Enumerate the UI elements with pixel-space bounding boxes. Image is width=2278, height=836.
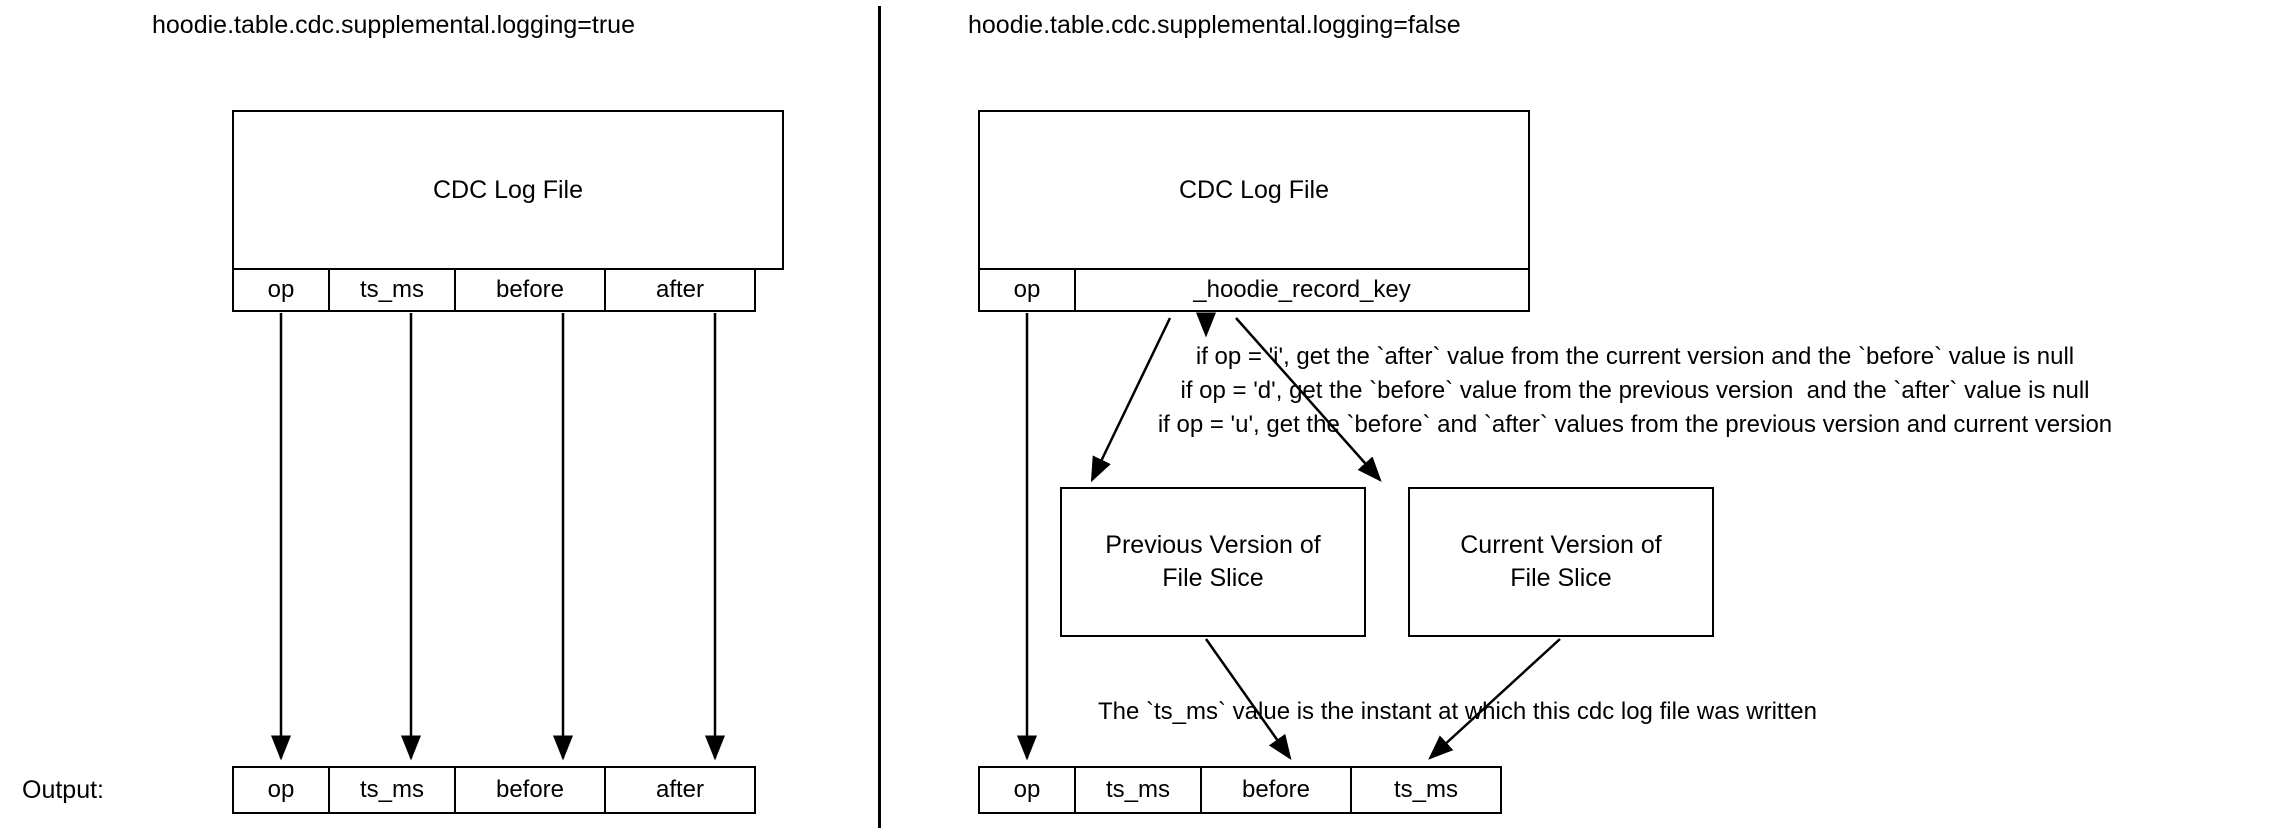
left-output-column-op: op bbox=[232, 766, 330, 814]
previous-version-file-slice-box: Previous Version of File Slice bbox=[1060, 487, 1366, 637]
left-output-label: Output: bbox=[22, 776, 104, 804]
left-cdc-column-ts-ms: ts_ms bbox=[328, 268, 456, 312]
note-line-insert: if op = 'i', get the `after` value from … bbox=[1195, 343, 2075, 370]
left-output-column-before: before bbox=[454, 766, 606, 814]
right-output-row: op ts_ms before ts_ms bbox=[978, 766, 1502, 814]
right-cdc-schema-row: op _hoodie_record_key bbox=[978, 268, 1530, 312]
right-panel-title: hoodie.table.cdc.supplemental.logging=fa… bbox=[968, 11, 1461, 39]
note-ts-ms-instant: The `ts_ms` value is the instant at whic… bbox=[1098, 698, 1817, 725]
left-cdc-log-file-box: CDC Log File bbox=[232, 110, 784, 270]
left-cdc-log-file-label: CDC Log File bbox=[432, 175, 584, 204]
left-cdc-column-op: op bbox=[232, 268, 330, 312]
right-cdc-column-hoodie-record-key: _hoodie_record_key bbox=[1074, 268, 1530, 312]
right-output-column-op: op bbox=[978, 766, 1076, 814]
right-output-column-ts-ms: ts_ms bbox=[1074, 766, 1202, 814]
right-cdc-log-file-box: CDC Log File bbox=[978, 110, 1530, 270]
left-output-column-ts-ms: ts_ms bbox=[328, 766, 456, 814]
right-output-column-ts-ms-2: ts_ms bbox=[1350, 766, 1502, 814]
current-version-file-slice-label: Current Version of File Slice bbox=[1460, 531, 1662, 592]
previous-version-file-slice-label: Previous Version of File Slice bbox=[1105, 531, 1321, 592]
note-line-delete: if op = 'd', get the `before` value from… bbox=[1180, 377, 2090, 404]
left-output-column-after: after bbox=[604, 766, 756, 814]
left-output-row: op ts_ms before after bbox=[232, 766, 756, 814]
right-cdc-column-op: op bbox=[978, 268, 1076, 312]
panel-divider bbox=[878, 6, 881, 828]
right-output-column-before: before bbox=[1200, 766, 1352, 814]
left-flow-arrows bbox=[271, 313, 725, 761]
left-cdc-column-before: before bbox=[454, 268, 606, 312]
right-cdc-log-file-label: CDC Log File bbox=[1178, 175, 1330, 204]
left-cdc-schema-row: op ts_ms before after bbox=[232, 268, 756, 312]
left-cdc-column-after: after bbox=[604, 268, 756, 312]
note-line-update: if op = 'u', get the `before` and `after… bbox=[1157, 411, 2113, 438]
current-version-file-slice-box: Current Version of File Slice bbox=[1408, 487, 1714, 637]
left-panel-title: hoodie.table.cdc.supplemental.logging=tr… bbox=[152, 11, 635, 39]
